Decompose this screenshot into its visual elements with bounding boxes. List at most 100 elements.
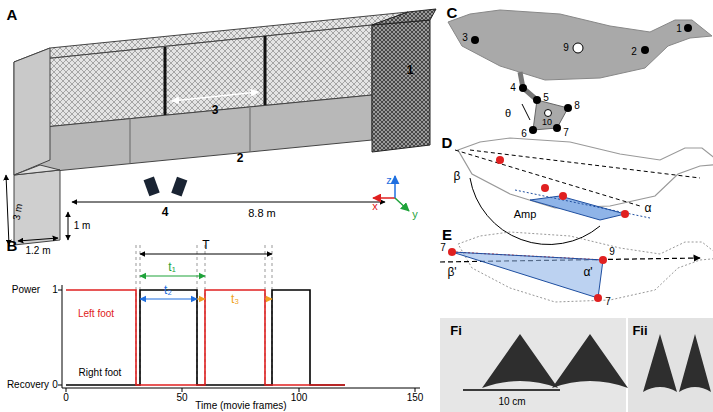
- angle-label: θ: [505, 108, 511, 119]
- angle-label: α': [583, 266, 592, 278]
- angle-label: α: [645, 202, 652, 214]
- panel-letter: A: [7, 7, 18, 22]
- bird-markers-part: [533, 96, 541, 104]
- axis-tick-label: 0: [63, 393, 69, 403]
- bird-side-angles-part: [470, 150, 700, 178]
- callout-number: 4: [162, 206, 169, 218]
- bird-top-angles-part: [594, 294, 602, 302]
- flume-drawing-part: [6, 175, 9, 245]
- callout-number: 1: [407, 64, 414, 76]
- callout-number: 9: [563, 43, 569, 53]
- callout-number: 8: [574, 101, 580, 111]
- bird-markers-part: [564, 104, 572, 112]
- flume-drawing-part: [372, 9, 436, 25]
- dimension: 1.2 m: [25, 246, 50, 256]
- timing-plot-part: [58, 290, 415, 392]
- axis-tick-label: 150: [407, 393, 424, 403]
- panel-letter: Fii: [632, 324, 647, 337]
- interval-label: t₁: [168, 261, 175, 273]
- timing-plot-part: [140, 275, 205, 276]
- axis-tick-label: 1: [52, 285, 58, 295]
- flume-drawing-part: [14, 95, 372, 175]
- scale-bar-label: 10 cm: [498, 397, 525, 407]
- bird-top-angles: [440, 232, 713, 302]
- bird-markers-part: [522, 104, 530, 120]
- callout-number: 2: [237, 152, 244, 164]
- axis-label: z: [386, 175, 392, 186]
- callout-number: 3: [462, 33, 468, 43]
- bird-markers-part: [573, 43, 583, 53]
- timing-plot-part: [265, 298, 272, 299]
- flume-drawing-part: [394, 176, 396, 198]
- bird-markers-part: [533, 100, 568, 130]
- bird-top-angles-part: [599, 256, 607, 264]
- flume-drawing: [6, 9, 436, 245]
- panel-letter: D: [442, 135, 453, 150]
- callout-number: 1: [676, 24, 682, 34]
- dimension: 3 m: [12, 203, 25, 221]
- dimension: 8.8 m: [248, 208, 276, 219]
- axis-tick-label: 0: [52, 380, 58, 390]
- flume-drawing-part: [72, 202, 385, 203]
- callout-number: 9: [609, 247, 615, 257]
- bird-side-angles-part: [621, 210, 629, 218]
- bird-side-angles-part: [559, 192, 567, 200]
- dimension: 1 m: [74, 221, 91, 231]
- angle-label: β: [454, 170, 461, 182]
- axis-tick-label: Power: [12, 285, 40, 295]
- timing-plot-part: [197, 298, 205, 299]
- axis-tick-label: 100: [291, 393, 308, 403]
- flume-drawing-part: [250, 108, 251, 152]
- flume-drawing-part: [373, 197, 395, 199]
- flume-drawing-part: [172, 92, 258, 101]
- axis-tick-label: Recovery: [7, 380, 49, 390]
- panel-letter: C: [447, 5, 458, 20]
- timing-plot-part: [66, 290, 345, 385]
- series-label: Right foot: [79, 368, 122, 378]
- flume-drawing-part: [144, 176, 160, 196]
- bird-markers-part: [553, 124, 561, 132]
- panel-letter: Fi: [450, 324, 462, 337]
- callout-number: 7: [440, 243, 446, 253]
- foot-photos-part: [628, 318, 713, 412]
- flume-drawing-part: [68, 212, 69, 240]
- bird-markers-part: [519, 84, 527, 92]
- axis-label: x: [372, 201, 378, 212]
- axis-label: y: [412, 209, 418, 220]
- panel-letter: E: [442, 227, 452, 242]
- bird-side-angles-part-part: [458, 138, 713, 208]
- interval-label: t₃: [231, 293, 239, 305]
- bird-markers-part: [529, 126, 537, 134]
- bird-top-angles-part: [452, 252, 603, 298]
- timing-plot-part: [62, 285, 63, 388]
- callout-number: 2: [631, 47, 637, 57]
- callout-number: 6: [521, 129, 527, 139]
- flume-drawing-part: [14, 48, 50, 175]
- callout-number: 7: [605, 297, 611, 307]
- callout-number: 7: [563, 128, 569, 138]
- bird-side-angles-part: [496, 156, 504, 164]
- callout-number: 3: [212, 104, 219, 116]
- bird-markers-part: [520, 72, 537, 100]
- flume-drawing-part: [372, 20, 430, 152]
- interval-label: t₂: [164, 284, 172, 296]
- foot-photos-part: [463, 389, 560, 391]
- timing-plot: [58, 245, 420, 392]
- axis-tick-label: 50: [176, 393, 187, 403]
- bird-side-angles: [455, 138, 713, 244]
- flume-drawing-part: [18, 238, 58, 241]
- callout-number: 4: [510, 83, 516, 93]
- flume-drawing-part: [130, 118, 131, 163]
- bird-markers: [448, 10, 712, 134]
- flume-drawing-part: [395, 198, 409, 211]
- timing-plot-part: [136, 245, 272, 388]
- axis-title: Time (movie frames): [195, 401, 286, 411]
- bird-side-angles-part: [530, 196, 625, 220]
- callout-number: 5: [543, 93, 549, 103]
- bird-markers-part: [448, 10, 712, 80]
- panel-letter: B: [7, 238, 18, 253]
- bird-markers-part: [545, 110, 552, 117]
- bird-top-angles-part: [448, 248, 456, 256]
